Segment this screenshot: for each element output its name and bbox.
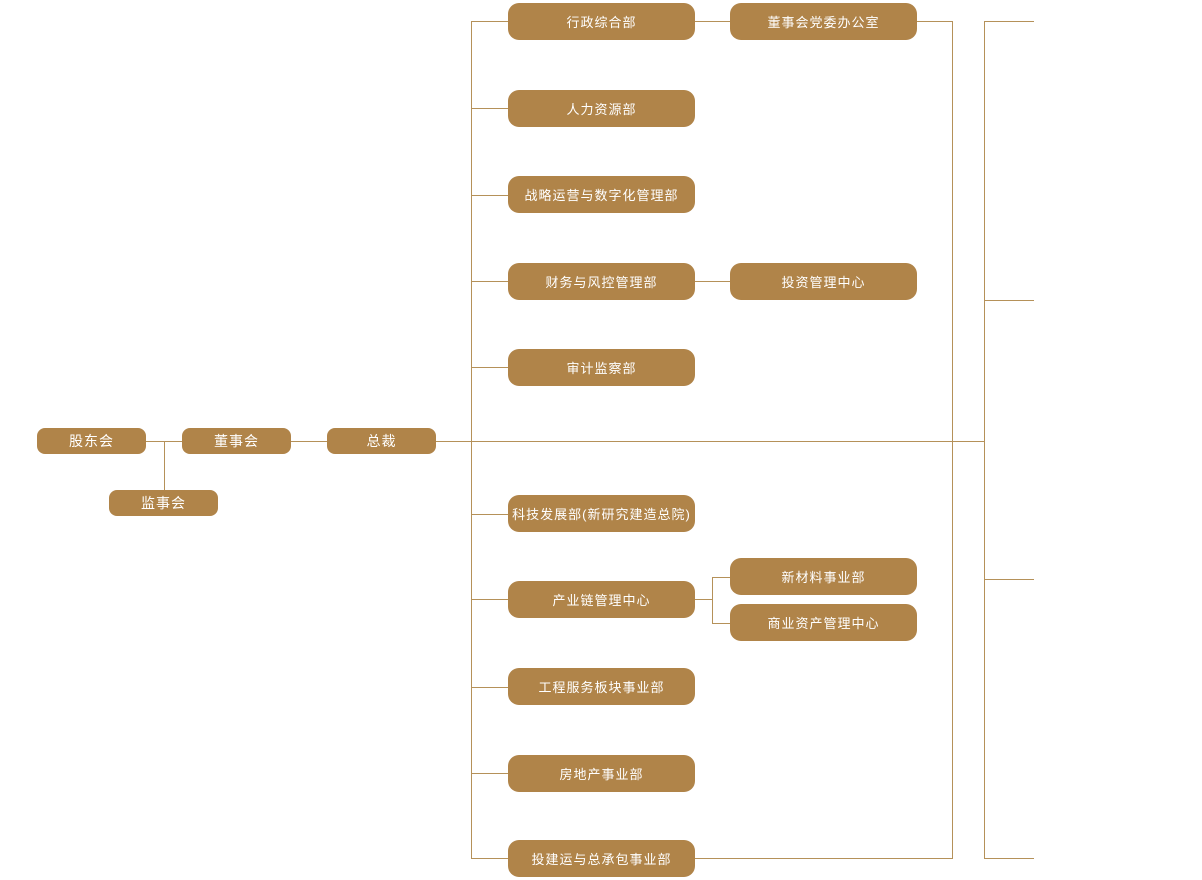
node-shareholders: 股东会: [37, 428, 146, 454]
connector-commercial-assets-in: [712, 623, 730, 624]
connector-president-main: [436, 441, 984, 442]
connector-board-president: [291, 441, 327, 442]
connector-party-office-right: [917, 21, 952, 22]
stub-epc: [471, 858, 508, 859]
node-epc: 投建运与总承包事业部: [508, 840, 695, 877]
node-engineering-services: 工程服务板块事业部: [508, 668, 695, 705]
stub-strategy: [471, 195, 508, 196]
right-stub-3: [984, 579, 1034, 580]
stub-tech: [471, 514, 508, 515]
stub-finance: [471, 281, 508, 282]
stub-admin: [471, 21, 508, 22]
node-real-estate: 房地产事业部: [508, 755, 695, 792]
node-admin: 行政综合部: [508, 3, 695, 40]
node-president: 总裁: [327, 428, 436, 454]
node-board: 董事会: [182, 428, 291, 454]
connector-supervisory-drop: [164, 441, 165, 491]
connector-industry-chain-out: [695, 599, 712, 600]
node-tech-dev: 科技发展部(新研究建造总院): [508, 495, 695, 532]
node-board-party-office: 董事会党委办公室: [730, 3, 917, 40]
node-supervisory: 监事会: [109, 490, 218, 516]
right-stub-1: [984, 21, 1034, 22]
stub-audit: [471, 367, 508, 368]
node-new-materials: 新材料事业部: [730, 558, 917, 595]
right-stub-4: [984, 858, 1034, 859]
connector-epc-right: [695, 858, 952, 859]
node-commercial-assets: 商业资产管理中心: [730, 604, 917, 641]
stub-real-estate: [471, 773, 508, 774]
right-stub-2: [984, 300, 1034, 301]
connector-finance-investment: [695, 281, 730, 282]
department-bus-line: [471, 21, 472, 859]
connector-admin-party-office: [695, 21, 730, 22]
connector-new-materials-in: [712, 577, 730, 578]
node-finance-risk: 财务与风控管理部: [508, 263, 695, 300]
stub-engineering: [471, 687, 508, 688]
stub-industry-chain: [471, 599, 508, 600]
right-bus-line-outer: [984, 21, 985, 859]
node-hr: 人力资源部: [508, 90, 695, 127]
node-industry-chain: 产业链管理中心: [508, 581, 695, 618]
connector-industry-chain-fork: [712, 577, 713, 624]
stub-hr: [471, 108, 508, 109]
node-audit: 审计监察部: [508, 349, 695, 386]
node-investment-center: 投资管理中心: [730, 263, 917, 300]
node-strategy-digital: 战略运营与数字化管理部: [508, 176, 695, 213]
right-bus-line-inner: [952, 21, 953, 859]
